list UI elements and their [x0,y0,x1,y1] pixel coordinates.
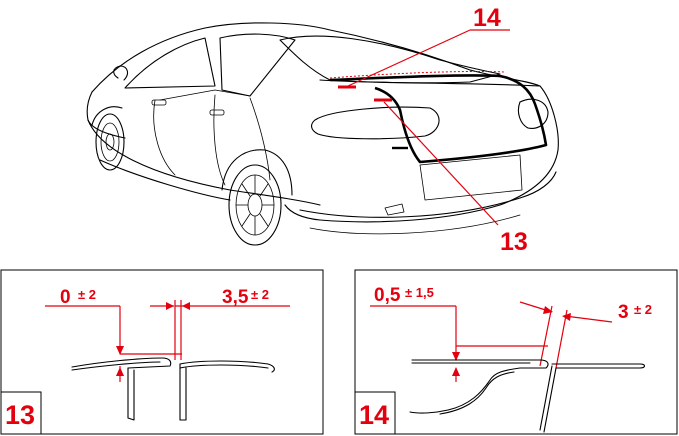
detail-panel-14: 14 0,5 ± 1,5 3 ± 2 [354,269,678,435]
callout-13: 13 [374,98,528,256]
panel-number-13: 13 [5,400,35,430]
dim-13-left-value: 0 [60,287,71,308]
dim-13-right-value: 3,5 [222,287,249,308]
dim-14-left-value: 0,5 [374,285,401,306]
callout-14: 14 [338,4,510,89]
dim-14-right-value: 3 [618,302,629,323]
dim-13-left-tol: ± 2 [78,287,96,302]
panel-number-14: 14 [359,400,389,430]
car-illustration [86,22,559,246]
dim-14-right-tol: ± 2 [634,302,652,317]
detail-panel-13: 13 0 ± 2 3,5 ± 2 [0,269,324,435]
callout-label-14: 14 [473,4,501,32]
dim-14-left-tol: ± 1,5 [405,285,434,300]
dim-13-right-tol: ± 2 [251,287,269,302]
callout-label-13: 13 [500,228,528,256]
